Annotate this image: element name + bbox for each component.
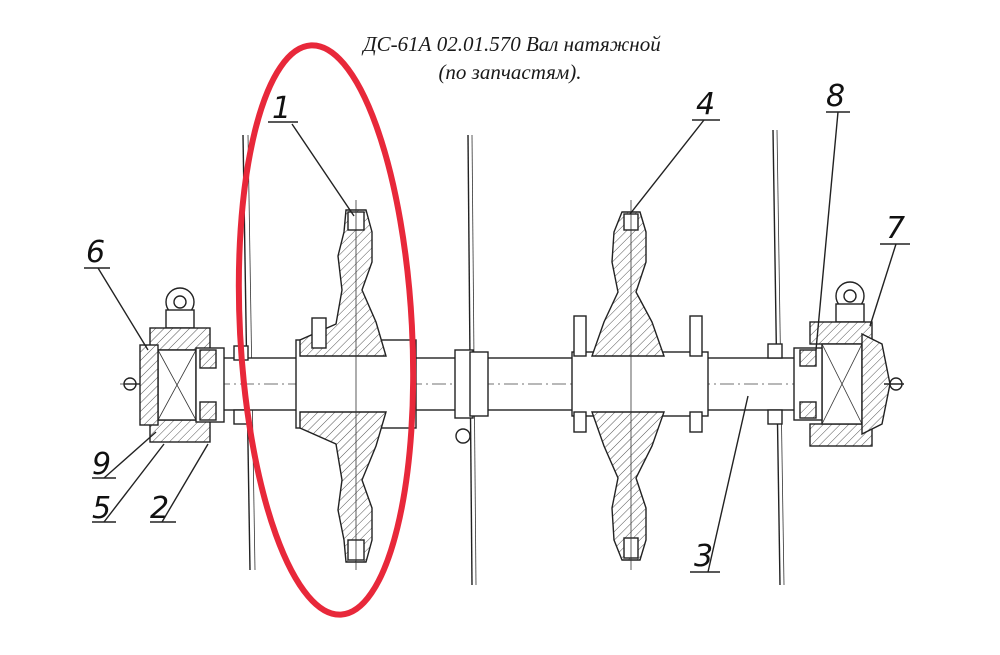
sprocket-part-1 — [295, 200, 417, 570]
callout-label-2: 2 — [150, 491, 169, 526]
callout-label-5: 5 — [92, 491, 111, 526]
callout-1: 1 — [268, 91, 355, 217]
right-bearing-housing — [767, 281, 904, 447]
callout-label-4: 4 — [696, 87, 715, 122]
callout-label-7: 7 — [886, 211, 905, 246]
callout-3: 3 — [690, 395, 749, 574]
callout-label-1: 1 — [272, 91, 291, 126]
sprocket-part-4 — [571, 200, 709, 570]
highlight-ellipse — [235, 42, 417, 618]
callout-6: 6 — [84, 235, 149, 351]
callout-2: 2 — [150, 443, 209, 526]
main-shaft — [120, 349, 900, 444]
callout-8: 8 — [815, 79, 850, 351]
callout-label-6: 6 — [86, 235, 105, 270]
callout-9: 9 — [92, 431, 157, 482]
callout-4: 4 — [629, 87, 720, 215]
callout-7: 7 — [869, 211, 910, 327]
callout-label-8: 8 — [826, 79, 845, 114]
title-line-2: (по запчастям). — [438, 60, 582, 84]
callout-label-3: 3 — [694, 539, 713, 574]
left-bearing-housing — [123, 287, 249, 443]
callout-label-9: 9 — [92, 447, 111, 482]
title-line-1: ДС-61А 02.01.570 Вал натяжной — [363, 32, 661, 56]
callout-5: 5 — [92, 443, 165, 526]
drawing-title: ДС-61А 02.01.570 Вал натяжной (по запчас… — [0, 30, 1000, 86]
